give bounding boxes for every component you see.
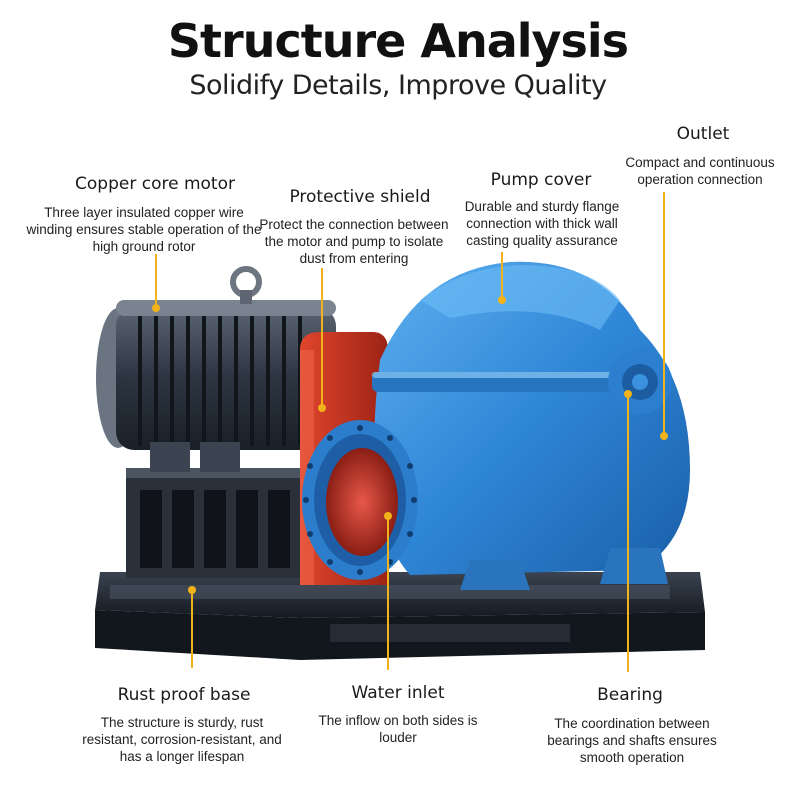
callout-shield-label: Protective shield bbox=[289, 187, 431, 207]
callout-cover-desc: Durable and sturdy flange connection wit… bbox=[464, 199, 620, 248]
leader-dots bbox=[152, 296, 668, 594]
callout-inlet-desc: The inflow on both sides is louder bbox=[318, 713, 478, 745]
callout-inlet-label: Water inlet bbox=[351, 683, 445, 703]
motor-body bbox=[96, 266, 336, 472]
callout-bearing-desc: The coordination between bearings and sh… bbox=[547, 716, 717, 765]
pump-casing bbox=[372, 261, 690, 590]
page-title: Structure Analysis bbox=[167, 14, 629, 68]
callout-motor-desc: Three layer insulated copper wire windin… bbox=[26, 205, 262, 254]
page-subtitle: Solidify Details, Improve Quality bbox=[189, 70, 607, 101]
water-inlet-flange bbox=[302, 420, 418, 580]
callout-outlet-label: Outlet bbox=[676, 124, 730, 144]
callout-cover-label: Pump cover bbox=[490, 170, 592, 190]
callout-motor-label: Copper core motor bbox=[75, 174, 235, 194]
callout-base-label: Rust proof base bbox=[117, 685, 251, 705]
callout-bearing-label: Bearing bbox=[597, 685, 663, 705]
callout-shield-desc: Protect the connection between the motor… bbox=[259, 217, 449, 266]
leader-lines bbox=[155, 192, 665, 672]
callout-outlet-desc: Compact and continuous operation connect… bbox=[625, 155, 775, 187]
motor-stand bbox=[126, 468, 302, 578]
callout-base-desc: The structure is sturdy, rust resistant,… bbox=[82, 715, 282, 764]
base-frame bbox=[95, 572, 705, 660]
